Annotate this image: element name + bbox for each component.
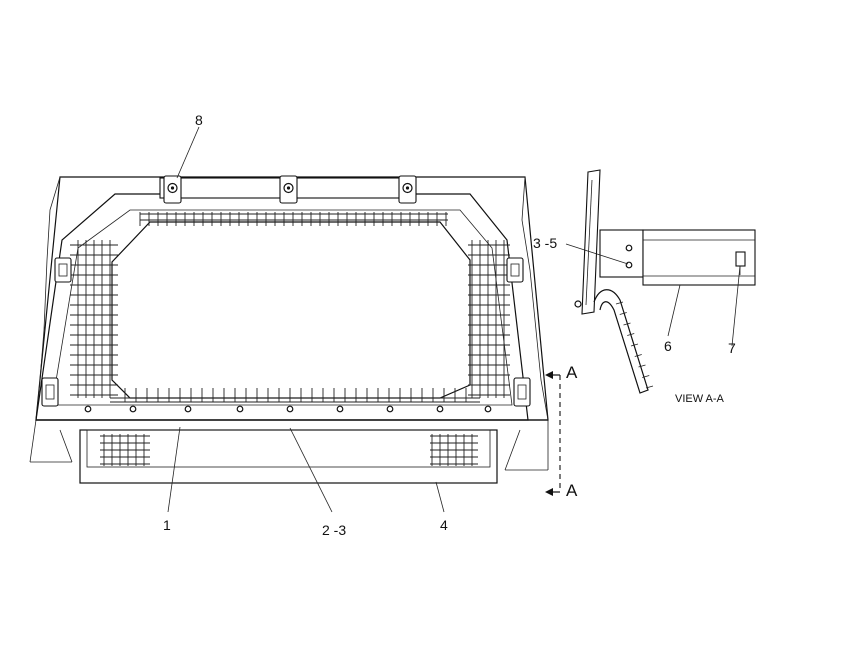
housing-outline (35, 176, 549, 421)
mesh-top (139, 212, 448, 226)
bolt-hole (184, 405, 192, 413)
detail-mount-plate-inner (585, 179, 593, 306)
detail-bolt-lower (625, 261, 633, 269)
main-assembly: 8 1 2 -3 4 (29, 112, 549, 538)
detail-hook (593, 289, 649, 394)
guard-frame-inner (51, 209, 513, 406)
section-mark-lower: A (566, 481, 578, 500)
bolt-hole (484, 405, 492, 413)
bolt-hole (336, 405, 344, 413)
side-bracket-left-upper (54, 257, 72, 283)
lower-plate-mesh (100, 434, 478, 466)
detail-view-a-a: 3 -5 6 7 VIEW A-A (533, 169, 756, 405)
lower-plate (79, 429, 498, 484)
mesh-right (468, 240, 510, 398)
leader-4 (435, 481, 445, 513)
top-clip-left (163, 175, 182, 204)
detail-bolt-upper (625, 244, 633, 252)
callout-8: 8 (195, 112, 203, 128)
callout-7: 7 (728, 340, 736, 356)
detail-hook-mesh (615, 301, 654, 389)
mesh-left (70, 240, 118, 398)
section-marker-group: A A (545, 363, 578, 500)
side-bracket-left-lower (41, 377, 59, 407)
bolt-hole (386, 405, 394, 413)
section-mark-upper: A (566, 363, 578, 382)
right-foot (504, 420, 549, 471)
callout-3-5: 3 -5 (533, 235, 557, 251)
hook-mesh-wire (634, 354, 642, 357)
bolt-hole (84, 405, 92, 413)
callout-1: 1 (163, 517, 171, 533)
screen-opening (111, 221, 471, 399)
section-arrow-lower-head (545, 488, 553, 496)
hook-mesh-wire (645, 385, 654, 389)
bolt-hole (286, 405, 294, 413)
leader-6 (667, 284, 681, 337)
hook-mesh-wire (627, 333, 635, 336)
hook-mesh-wire (630, 343, 639, 347)
detail-pin (574, 300, 582, 308)
callout-6: 6 (664, 338, 672, 354)
leader-1 (167, 426, 181, 513)
hook-mesh-wire (638, 364, 646, 368)
left-foot (29, 419, 73, 463)
mesh-bottom (110, 388, 480, 403)
section-arrow-upper-head (545, 371, 553, 379)
leader-2-3 (289, 427, 333, 513)
bolt-hole (236, 405, 244, 413)
side-bracket-right-upper (506, 257, 524, 283)
leader-3-5 (565, 243, 629, 265)
hook-mesh-wire (619, 312, 627, 315)
lower-plate-inner (86, 429, 491, 468)
detail-mount-plate (581, 169, 601, 315)
detail-nut (735, 251, 746, 267)
side-bracket-right-lower (513, 377, 531, 407)
leader-8 (176, 126, 200, 179)
hook-mesh-wire (615, 301, 624, 305)
bolt-hole (129, 405, 137, 413)
view-a-a-label: VIEW A-A (675, 393, 725, 405)
hook-mesh-wire (623, 322, 631, 326)
top-clip-center (279, 175, 298, 204)
hook-mesh-wire (642, 375, 650, 378)
top-clip-right (398, 175, 417, 204)
callout-2-3: 2 -3 (322, 522, 346, 538)
bolt-holes (84, 405, 492, 413)
detail-bracket (599, 229, 644, 278)
callout-4: 4 (440, 517, 448, 533)
bolt-hole (436, 405, 444, 413)
leader-7 (731, 265, 741, 347)
housing-right-edge (521, 176, 549, 421)
housing-left-edge (35, 176, 61, 421)
